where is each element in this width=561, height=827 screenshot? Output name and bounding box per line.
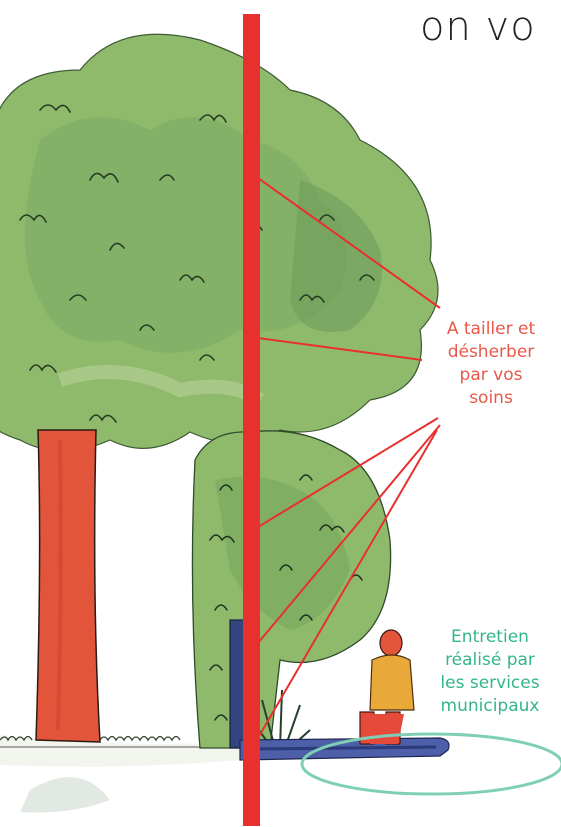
page-title: on vo (420, 4, 536, 50)
owner-maintenance-label: A tailler et désherber par vos soins (446, 319, 536, 408)
municipal-maintenance-label: Entretien réalisé par les services munic… (440, 627, 540, 716)
hedge (191, 430, 392, 749)
property-line (243, 14, 260, 826)
municipal-zone-ellipse (300, 732, 561, 796)
owner-leader-lines (257, 177, 441, 739)
small-plant (254, 689, 311, 749)
tree-canopy (0, 33, 439, 452)
person (359, 629, 415, 745)
tree-trunk (35, 429, 101, 743)
ground (0, 735, 240, 813)
